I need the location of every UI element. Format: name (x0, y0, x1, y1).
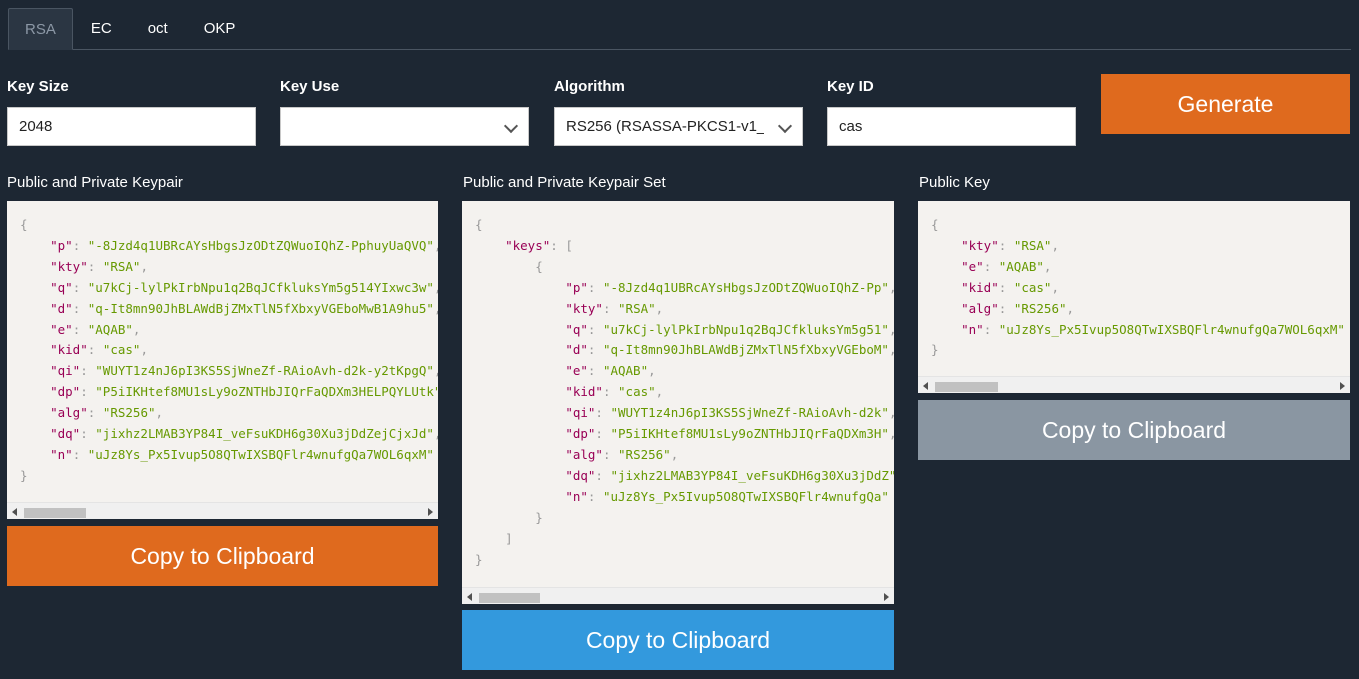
json-key: "n" (961, 321, 984, 337)
scrollbar-thumb[interactable] (479, 593, 540, 603)
scroll-right-arrow-icon[interactable] (884, 593, 889, 601)
scroll-left-arrow-icon[interactable] (923, 382, 928, 390)
json-key: "kty" (565, 300, 603, 316)
key-type-tabs: RSA EC oct OKP (8, 8, 1351, 50)
json-key: "dq" (50, 426, 81, 442)
chevron-down-icon (777, 118, 793, 134)
json-value: "RS256" (1013, 300, 1067, 316)
json-key: "n" (50, 446, 73, 462)
generate-button[interactable]: Generate (1101, 74, 1350, 134)
json-key: "kid" (565, 384, 603, 400)
json-key: "alg" (50, 405, 88, 421)
json-value: "RSA" (102, 258, 141, 274)
json-value: "-8Jzd4q1UBRcAYsHbgsJzODtZQWuoIQhZ-Pp" (602, 279, 889, 295)
json-value: "WUYT1z4nJ6pI3KS5SjWneZf-RAioAvh-d2k-y2t… (95, 363, 434, 379)
tab-oct[interactable]: oct (147, 20, 168, 37)
json-key: "alg" (961, 300, 999, 316)
tab-ec[interactable]: EC (90, 20, 112, 37)
chevron-down-icon (503, 118, 519, 134)
public-key-title: Public Key (919, 174, 990, 191)
json-key: "dq" (565, 467, 596, 483)
json-value: "cas" (102, 342, 141, 358)
public-key-copy-button: Copy to Clipboard (918, 400, 1350, 460)
key-id-label: Key ID (827, 78, 874, 95)
keypair-set-code-panel[interactable]: { "keys": [ { "p": "-8Jzd4q1UBRcAYsHbgsJ… (462, 201, 894, 604)
json-key: "qi" (50, 363, 81, 379)
algorithm-label: Algorithm (554, 78, 625, 95)
scrollbar-thumb[interactable] (935, 382, 998, 392)
json-value: "WUYT1z4nJ6pI3KS5SjWneZf-RAioAvh-d2k" (610, 405, 889, 421)
keypair-set-title: Public and Private Keypair Set (463, 174, 666, 191)
scrollbar-thumb[interactable] (24, 508, 86, 518)
json-value: "uJz8Ys_Px5Ivup5O8QTwIXSBQFlr4wnufgQa7WO… (998, 321, 1345, 337)
keypair-json: { "p": "-8Jzd4q1UBRcAYsHbgsJzODtZQWuoIQh… (20, 215, 438, 487)
json-value: "u7kCj-lylPkIrbNpu1q2BqJCfkluksYm5g51" (602, 321, 889, 337)
scroll-left-arrow-icon[interactable] (467, 593, 472, 601)
keypair-horizontal-scrollbar[interactable] (7, 502, 438, 519)
json-key: "dp" (50, 384, 81, 400)
json-value: "uJz8Ys_Px5Ivup5O8QTwIXSBQFlr4wnufgQa" (602, 488, 889, 504)
tab-okp[interactable]: OKP (203, 20, 236, 37)
json-key: "e" (50, 321, 73, 337)
json-value: "cas" (618, 384, 656, 400)
json-value: "P5iIKHtef8MU1sLy9oZNTHbJIQrFaQDXm3HELPQ… (95, 384, 438, 400)
key-use-label: Key Use (280, 78, 340, 95)
json-value: "jixhz2LMAB3YP84I_veFsuKDH6g30Xu3jDdZ" (610, 467, 894, 483)
json-key: "d" (565, 342, 588, 358)
scroll-right-arrow-icon[interactable] (428, 508, 433, 516)
keypair-set-horizontal-scrollbar[interactable] (462, 587, 894, 604)
key-size-value: 2048 (19, 118, 53, 135)
json-key: "n" (565, 488, 588, 504)
json-key: "e" (565, 363, 588, 379)
key-id-value: cas (839, 118, 863, 135)
json-value: "RS256" (102, 405, 156, 421)
json-key: "dp" (565, 426, 596, 442)
key-id-input[interactable]: cas (827, 107, 1076, 146)
keypair-set-copy-button[interactable]: Copy to Clipboard (462, 610, 894, 670)
key-size-input[interactable]: 2048 (7, 107, 256, 146)
json-value: "AQAB" (998, 258, 1044, 274)
json-key: "alg" (565, 446, 603, 462)
json-value: "RSA" (1013, 237, 1052, 253)
json-value: "q-It8mn90JhBLAWdBjZMxTlN5fXbxyVGEboMwB1… (87, 300, 434, 316)
keypair-title: Public and Private Keypair (7, 174, 183, 191)
json-key: "p" (50, 237, 73, 253)
json-key: "q" (50, 279, 73, 295)
key-size-label: Key Size (7, 78, 69, 95)
public-key-code-panel[interactable]: { "kty": "RSA", "e": "AQAB", "kid": "cas… (918, 201, 1350, 393)
json-value: "q-It8mn90JhBLAWdBjZMxTlN5fXbxyVGEboM" (602, 342, 889, 358)
json-key: "p" (565, 279, 588, 295)
key-use-select[interactable] (280, 107, 529, 146)
algorithm-value: RS256 (RSASSA-PKCS1-v1_5 using SHA-256) (566, 118, 764, 135)
keypair-code-panel[interactable]: { "p": "-8Jzd4q1UBRcAYsHbgsJzODtZQWuoIQh… (7, 201, 438, 519)
json-key: "kty" (961, 237, 999, 253)
json-key: "q" (565, 321, 588, 337)
scroll-left-arrow-icon[interactable] (12, 508, 17, 516)
json-value: "u7kCj-lylPkIrbNpu1q2BqJCfkluksYm5g514YI… (87, 279, 434, 295)
keypair-copy-button[interactable]: Copy to Clipboard (7, 526, 438, 586)
json-value: "P5iIKHtef8MU1sLy9oZNTHbJIQrFaQDXm3H" (610, 426, 889, 442)
public-key-horizontal-scrollbar[interactable] (918, 376, 1350, 393)
json-value: "jixhz2LMAB3YP84I_veFsuKDH6g30Xu3jDdZejC… (95, 426, 434, 442)
json-key: "qi" (565, 405, 596, 421)
algorithm-select[interactable]: RS256 (RSASSA-PKCS1-v1_5 using SHA-256) (554, 107, 803, 146)
json-value: "RSA" (618, 300, 656, 316)
keypair-set-json: { "keys": [ { "p": "-8Jzd4q1UBRcAYsHbgsJ… (475, 215, 894, 570)
json-value: "AQAB" (87, 321, 133, 337)
json-value: "uJz8Ys_Px5Ivup5O8QTwIXSBQFlr4wnufgQa7WO… (87, 446, 434, 462)
json-key: "kid" (961, 279, 999, 295)
json-key: "e" (961, 258, 984, 274)
json-key: "kty" (50, 258, 88, 274)
json-value: "RS256" (618, 446, 671, 462)
json-value: "-8Jzd4q1UBRcAYsHbgsJzODtZQWuoIQhZ-Pphuy… (87, 237, 434, 253)
json-key: "keys" (505, 237, 551, 253)
json-value: "cas" (1013, 279, 1052, 295)
json-key: "d" (50, 300, 73, 316)
json-value: "AQAB" (602, 363, 649, 379)
tab-rsa[interactable]: RSA (8, 8, 73, 50)
scroll-right-arrow-icon[interactable] (1340, 382, 1345, 390)
json-key: "kid" (50, 342, 88, 358)
public-key-json: { "kty": "RSA", "e": "AQAB", "kid": "cas… (931, 217, 1345, 358)
